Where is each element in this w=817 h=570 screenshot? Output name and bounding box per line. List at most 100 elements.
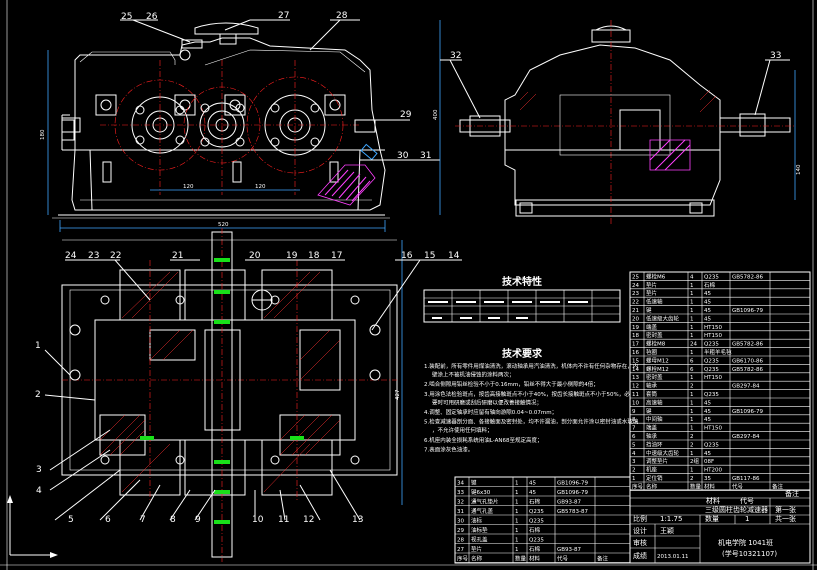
callout-3: 3 <box>36 465 42 475</box>
parts-cell: 31 <box>457 509 464 515</box>
parts-cell: 键6x30 <box>471 488 491 496</box>
callout-17: 17 <box>331 251 342 261</box>
parts-cell: 2 <box>690 384 694 390</box>
callout-26: 26 <box>146 12 158 22</box>
parts-cell: 密封盖 <box>646 373 663 381</box>
parts-cell: Q235 <box>529 519 544 525</box>
parts-cell: 1 <box>515 528 519 534</box>
callout-25: 25 <box>121 12 132 22</box>
callout-30: 30 <box>397 151 409 161</box>
parts-cell: 21 <box>632 308 639 314</box>
parts-cell: 45 <box>704 451 711 457</box>
parts-cell: 33 <box>457 490 464 496</box>
title-code-label: 代号 <box>740 496 754 505</box>
parts-cell: 13 <box>632 375 639 381</box>
parts-cell: GB297-84 <box>732 384 760 390</box>
top-callout-leaders <box>44 259 462 521</box>
parts-cell: 11 <box>632 392 639 398</box>
side-view: 400 140 32 33 <box>433 20 802 225</box>
parts-cell: 端盖 <box>646 323 658 331</box>
parts-cell: 石棉 <box>529 526 541 534</box>
parts-cell: 套筒 <box>646 390 658 398</box>
parts-cell: HT150 <box>704 375 722 381</box>
parts-cell: 45 <box>704 316 711 322</box>
parts-cell: 45 <box>704 409 711 415</box>
parts-cell: 6 <box>632 434 636 440</box>
front-dim-left: 180 <box>40 129 46 140</box>
parts-cell: Q235 <box>704 274 719 280</box>
parts-header-cell: 名称 <box>646 482 658 490</box>
parts-cell: HT150 <box>704 426 722 432</box>
callout-8: 8 <box>170 515 176 525</box>
parts-cell: 18 <box>632 333 639 339</box>
parts-cell: 20 <box>632 316 639 322</box>
parts-cell: GB93-87 <box>557 500 582 506</box>
parts-cell: HT150 <box>704 333 722 339</box>
parts-cell: 定位销 <box>646 474 663 482</box>
parts-cell: 2 <box>690 476 694 482</box>
parts-cell: 1 <box>690 350 694 356</box>
parts-cell: GB1096-79 <box>557 481 589 487</box>
parts-cell: Q235 <box>704 358 719 364</box>
parts-cell: 油标 <box>471 517 483 525</box>
callout-12: 12 <box>303 515 314 525</box>
parts-cell: 45 <box>529 481 536 487</box>
parts-cell: 键 <box>646 306 652 314</box>
parts-cell: 23 <box>632 291 639 297</box>
title-student-id: (学号10321107) <box>722 549 777 558</box>
callout-27: 27 <box>278 11 289 21</box>
title-block: 材料 代号 备注 三级圆柱齿轮减速器 第一张 共一张 比例 1:1.75 数量 … <box>629 489 811 564</box>
callout-4: 4 <box>36 486 42 496</box>
parts-header-cell: 数量 <box>690 482 702 490</box>
title-total: 共一张 <box>775 514 796 523</box>
parts-cell: 通气孔盖 <box>471 507 494 515</box>
parts-cell: 45 <box>529 490 536 496</box>
tech-req-item: 7.表面涂灰色油漆。 <box>424 445 473 453</box>
parts-cell: 14 <box>632 367 639 373</box>
parts-cell: 2 <box>690 434 694 440</box>
parts-cell: 调整垫片 <box>646 457 668 465</box>
title-date: 2013.01.11 <box>657 554 689 560</box>
title-school: 机电学院 1041班 <box>718 538 773 547</box>
parts-cell: Q235 <box>704 342 719 348</box>
side-dim-height: 400 <box>433 109 439 120</box>
parts-cell: 1 <box>690 308 694 314</box>
callout-14: 14 <box>448 251 460 261</box>
parts-cell: 螺栓M8 <box>646 340 666 348</box>
parts-cell: 垫片 <box>646 281 657 289</box>
parts-cell: 1 <box>690 291 694 297</box>
parts-cell: 15 <box>632 358 639 364</box>
parts-cell: 1 <box>690 400 694 406</box>
parts-cell: 10 <box>632 400 639 406</box>
parts-cell: Q235 <box>704 392 719 398</box>
parts-cell: 9 <box>632 409 636 415</box>
parts-cell: 1 <box>690 325 694 331</box>
parts-cell: 油标垫 <box>471 526 488 534</box>
tech-spec-title: 技术特性 <box>502 275 542 288</box>
parts-header-cell: 材料 <box>704 482 716 490</box>
parts-cell: 1 <box>690 426 694 432</box>
parts-header-cell: 序号 <box>457 555 469 563</box>
parts-cell: Q235 <box>704 442 719 448</box>
callout-10: 10 <box>252 515 264 525</box>
parts-cell: 8 <box>632 417 636 423</box>
parts-cell: 轴承 <box>646 382 658 390</box>
parts-cell: GB5782-86 <box>732 367 764 373</box>
callout-13: 13 <box>352 515 363 525</box>
parts-cell: 螺栓M12 <box>646 365 669 373</box>
title-design-label: 设计 <box>633 526 647 535</box>
parts-cell: 低速轴 <box>646 298 663 306</box>
title-scale-label: 比例 <box>633 514 647 523</box>
parts-cell: 端盖 <box>646 424 658 432</box>
parts-cell: HT200 <box>704 468 722 474</box>
tech-req-item: 1.装配前，所有零件用煤油清洗，滚动轴承用汽油清洗，机体内不许有任何杂物存在，内… <box>424 362 638 379</box>
parts-cell: GB5782-86 <box>732 274 764 280</box>
parts-cell: 1 <box>690 333 694 339</box>
parts-cell: 1 <box>632 476 636 482</box>
parts-cell: GB93-87 <box>557 547 582 553</box>
parts-cell: 27 <box>457 547 464 553</box>
parts-cell: 石棉 <box>529 498 541 506</box>
parts-cell: GB1096-79 <box>732 409 764 415</box>
front-view: 520 120 120 180 25 26 27 28 29 30 31 <box>40 11 440 232</box>
